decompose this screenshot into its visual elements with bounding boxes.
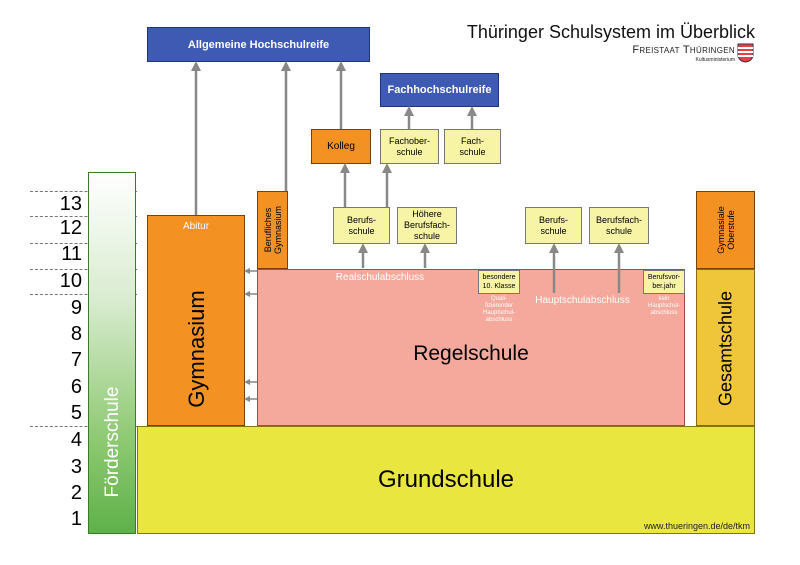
gymnasiale-oberstufe-box: Gymnasiale Oberstufe — [696, 191, 755, 269]
grade-divider — [30, 269, 137, 270]
kein-hauptschulabschluss-label: kein Hauptschul- abschluss — [647, 296, 680, 316]
grade-label-6: 6 — [70, 376, 82, 398]
kolleg-box: Kolleg — [311, 129, 371, 164]
state-name: Freistaat Thüringen — [632, 44, 735, 56]
grade-label-9: 9 — [70, 297, 82, 319]
page-title: Thüringer Schulsystem im Überblick — [466, 22, 755, 42]
grade-label-8: 8 — [70, 323, 82, 345]
grade-label-10: 10 — [59, 270, 82, 292]
berufsschule-box: Berufs- schule — [333, 207, 390, 244]
grade-label-4: 4 — [70, 429, 82, 451]
grade-label-11: 11 — [61, 243, 82, 265]
grundschule-block: Grundschule — [137, 426, 755, 534]
regelschule-block: Regelschule — [257, 269, 685, 426]
grade-label-13: 13 — [59, 193, 82, 215]
gesamtschule-block: Gesamtschule — [696, 269, 755, 426]
abitur-label: Abitur — [182, 221, 210, 232]
grade-label-1: 1 — [70, 508, 82, 530]
grade-label-7: 7 — [70, 349, 82, 371]
fachschule-box: Fach- schule — [444, 129, 501, 164]
gymnasium-block: Abitur Gymnasium — [147, 215, 245, 426]
grade-divider — [30, 191, 137, 192]
grundschule-label: Grundschule — [377, 466, 515, 493]
allgemeine-hochschulreife-box: Allgemeine Hochschulreife — [147, 27, 370, 62]
grade-label-12: 12 — [59, 217, 82, 239]
grade-label-5: 5 — [70, 402, 82, 424]
foerderschule-column: Förderschule — [88, 172, 136, 534]
grade-divider — [30, 216, 137, 217]
berufsvorbereitungsjahr-box: Berufsvor- ber.jahr — [643, 270, 685, 294]
hauptschulabschluss-label: Hauptschulabschluss — [535, 295, 630, 306]
besondere-klasse-box: besondere 10. Klasse — [478, 270, 520, 294]
qualifizierender-hauptschulabschluss-label: Quali- fizierender Hauptschul- abschluss — [482, 296, 515, 323]
fachhochschulreife-box: Fachhochschulreife — [380, 73, 499, 107]
kolleg-label: Kolleg — [327, 141, 355, 152]
source-url: www.thueringen.de/de/tkm — [643, 521, 750, 531]
berufliches-gymnasium-box: Berufliches Gymnasium — [257, 191, 288, 269]
ministry-name: Kultusministerium — [695, 57, 735, 63]
regelschule-label: Regelschule — [413, 342, 529, 365]
grade-label-3: 3 — [70, 456, 82, 478]
realschulabschluss-label: Realschulabschluss — [335, 272, 425, 283]
hoehere-berufsfachschule-box: Höhere Berufsfach- schule — [397, 207, 457, 244]
grade-divider — [30, 294, 137, 295]
berufsfachschule-box: Berufsfach- schule — [589, 207, 649, 244]
grade-label-2: 2 — [70, 482, 82, 504]
coat-of-arms-icon — [737, 43, 754, 63]
grade-divider — [30, 243, 137, 244]
grade-divider — [30, 426, 137, 427]
fachoberschule-box: Fachober- schule — [380, 129, 439, 164]
